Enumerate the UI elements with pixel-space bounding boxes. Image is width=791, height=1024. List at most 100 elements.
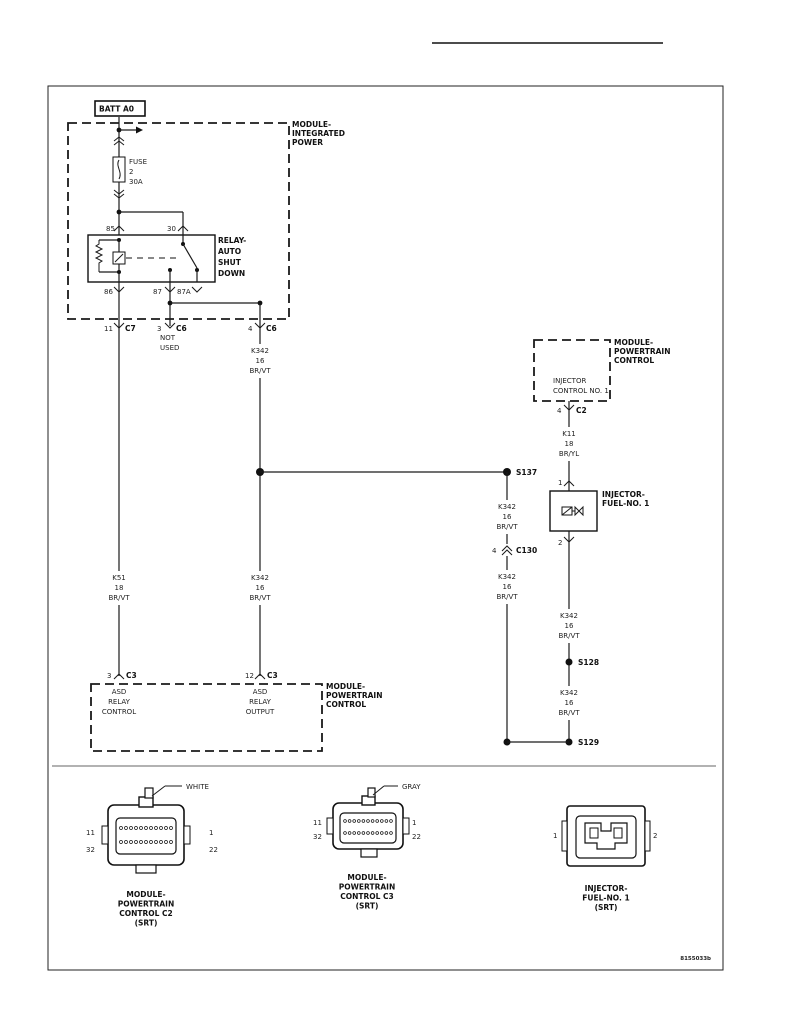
fuse-rating: 30A: [129, 178, 143, 186]
svg-text:11: 11: [86, 829, 95, 837]
connector-pin: [384, 819, 389, 823]
connector-pin: [139, 826, 143, 830]
connector-pin: [384, 831, 389, 835]
injector-connector-title: INJECTOR-FUEL-NO. 1(SRT): [582, 884, 629, 912]
relay-pin-87: 87: [153, 288, 162, 296]
connector-pin: [159, 826, 163, 830]
connector-pin: [357, 831, 361, 835]
connector-pin: [129, 840, 133, 844]
splice-s128: S128: [578, 658, 599, 667]
connector-pin: [164, 826, 168, 830]
svg-text:4: 4: [557, 407, 562, 415]
splice-s137: S137: [516, 468, 537, 477]
svg-text:1: 1: [558, 479, 562, 487]
connector-view-injector: 1 2 INJECTOR-FUEL-NO. 1(SRT): [553, 805, 657, 912]
svg-text:2: 2: [653, 832, 657, 840]
batt-label-box: [94, 100, 146, 117]
connector-pin: [343, 819, 347, 823]
relay-pin-86: 86: [104, 288, 113, 296]
diagram-frame: [47, 85, 724, 971]
svg-text:C2: C2: [576, 406, 587, 415]
svg-text:1: 1: [209, 829, 213, 837]
connector-pin: [366, 819, 370, 823]
connector-pin: [357, 819, 361, 823]
connector-pin: [139, 840, 143, 844]
batt-label: BATT A0: [99, 105, 134, 114]
svg-text:4: 4: [492, 547, 497, 555]
connector-pin: [352, 831, 356, 835]
connector-pin: [154, 826, 158, 830]
relay-output-pins: 86 87 87A: [104, 282, 263, 676]
connector-pin: [134, 826, 138, 830]
connector-pin: [149, 826, 153, 830]
svg-text:C7: C7: [125, 324, 136, 333]
connector-pin: [347, 819, 352, 823]
connector-pin: [134, 840, 138, 844]
connector-pin: [159, 840, 163, 844]
relay-pin-30: 30: [167, 225, 176, 233]
integrated-power-module-outline: [67, 122, 290, 320]
svg-text:C3: C3: [267, 671, 278, 680]
svg-text:1: 1: [553, 832, 557, 840]
connector-c130: 4 C130: [492, 544, 537, 556]
svg-text:C130: C130: [516, 546, 537, 555]
splice-s129: S129: [578, 738, 599, 747]
svg-text:11: 11: [313, 819, 322, 827]
svg-text:C6: C6: [266, 324, 277, 333]
connector-c3-pin3: 3 C3: [107, 671, 137, 680]
svg-text:22: 22: [209, 846, 218, 854]
fuse-2: FUSE 2 30A: [112, 156, 184, 229]
svg-text:3: 3: [157, 325, 161, 333]
svg-text:C6: C6: [176, 324, 187, 333]
svg-text:11: 11: [104, 325, 113, 333]
connector-pin: [347, 831, 352, 835]
connector-pin: [389, 831, 393, 835]
svg-text:3: 3: [107, 672, 111, 680]
injector-label: INJECTOR-FUEL-NO. 1: [602, 490, 649, 508]
fuse-label: FUSE: [129, 158, 147, 166]
connector-c7: 11 C7: [104, 322, 136, 333]
injector-fuel-1: 1 INJECTOR-FUEL-NO. 1 2: [549, 479, 649, 547]
connector-pin: [375, 831, 379, 835]
connector-c6-pin4: 4 C6: [248, 322, 277, 333]
connector-pin: [352, 819, 356, 823]
relay-pin-87a: 87A: [177, 288, 191, 296]
connector-pin: [169, 840, 173, 844]
connector-pin: [370, 819, 375, 823]
svg-text:12: 12: [245, 672, 254, 680]
connector-pin: [129, 826, 133, 830]
connector-pin: [389, 819, 393, 823]
connector-pin: [370, 831, 375, 835]
connector-pin: [361, 831, 366, 835]
connector-pin: [343, 831, 347, 835]
connector-pin: [164, 840, 168, 844]
figure-code: 8155033b: [680, 956, 711, 962]
pcm-bottom-outline: [90, 683, 323, 752]
svg-text:2: 2: [558, 539, 562, 547]
connector-c2: 4 C2: [557, 404, 587, 415]
connector-pin: [169, 826, 173, 830]
connector-pin: [119, 840, 123, 844]
svg-text:1: 1: [412, 819, 416, 827]
connector-pin: [154, 840, 158, 844]
relay-pin-85: 85: [106, 225, 115, 233]
connector-pin: [149, 840, 153, 844]
svg-text:32: 32: [86, 846, 95, 854]
connector-pin: [375, 819, 379, 823]
svg-text:C3: C3: [126, 671, 137, 680]
